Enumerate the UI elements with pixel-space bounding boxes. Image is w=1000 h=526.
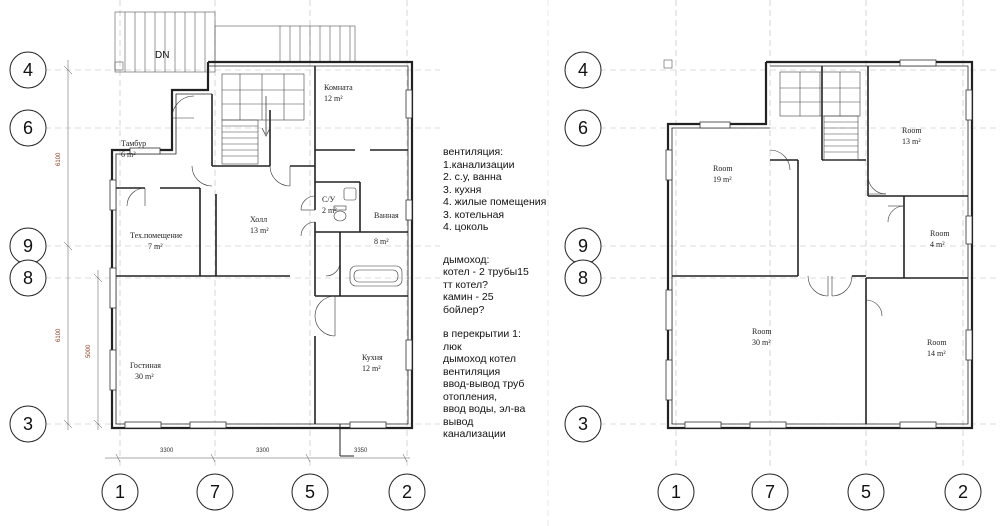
axis-col-5-right: 5 bbox=[861, 482, 871, 502]
axis-col-1-left: 1 bbox=[115, 482, 125, 502]
note-line: ввод воды, эл-ва bbox=[443, 403, 526, 415]
axis-row-4-left: 4 bbox=[23, 60, 33, 80]
bath-fixtures bbox=[333, 187, 403, 287]
note-line: люк bbox=[443, 340, 462, 353]
dim-left-inner: 5000 bbox=[86, 344, 92, 358]
axis-col-7-right: 7 bbox=[765, 482, 775, 502]
room-name-komnata: Комната bbox=[324, 83, 353, 92]
dim-bottom-1: 3300 bbox=[160, 448, 174, 454]
room-area-tambur: 6 m² bbox=[121, 150, 136, 159]
dim-bottom-2: 3300 bbox=[256, 448, 270, 454]
note-line: 3. кухня bbox=[443, 183, 482, 196]
room-area-kuhnya: 12 m² bbox=[362, 364, 381, 373]
chimney-notes: дымоход: котел - 2 трубы15 тт котел? кам… bbox=[443, 254, 573, 317]
dn-label: DN bbox=[155, 50, 169, 61]
dim-left-lower: 6100 bbox=[56, 328, 62, 342]
axis-row-4-right: 4 bbox=[578, 60, 588, 80]
axis-col-2-left: 2 bbox=[402, 482, 412, 502]
axis-row-9-right: 9 bbox=[578, 236, 588, 256]
porch-deck bbox=[114, 11, 356, 73]
axis-row-3-right: 3 bbox=[578, 414, 588, 434]
axis-row-8-left: 8 bbox=[23, 268, 33, 288]
note-line: 1.канализации bbox=[443, 158, 515, 171]
note-line: котел - 2 трубы15 bbox=[443, 266, 529, 278]
note-line: канализации bbox=[443, 428, 506, 440]
room-area-su: 2 m² bbox=[322, 206, 337, 215]
room-name-su: С/У bbox=[322, 195, 336, 204]
windows bbox=[109, 89, 413, 429]
room-area-r13: 13 m² bbox=[902, 137, 921, 146]
doors bbox=[126, 95, 341, 337]
note-line: дымоход: bbox=[443, 253, 490, 266]
room-name-gostinaya: Гостиная bbox=[130, 361, 161, 370]
note-line: дымоход котел bbox=[443, 353, 517, 365]
note-line: бойлер? bbox=[443, 303, 485, 316]
axis-row-6-right: 6 bbox=[578, 118, 588, 138]
room-name-tambur: Тамбур bbox=[121, 139, 146, 148]
room-area-r4: 4 m² bbox=[930, 240, 945, 249]
floor-opening-notes: в перекрытии 1: люк дымоход котел вентил… bbox=[443, 328, 573, 441]
room-area-r30: 30 m² bbox=[752, 338, 771, 347]
left-plan bbox=[63, 11, 414, 463]
note-line: 3. котельная bbox=[443, 208, 505, 221]
room-name-r19: Room bbox=[713, 164, 733, 173]
axis-col-5-left: 5 bbox=[305, 482, 315, 502]
axis-col-bubbles-right bbox=[657, 473, 982, 511]
note-line: в перекрытии 1: bbox=[443, 328, 521, 340]
room-name-r13: Room bbox=[902, 126, 922, 135]
staircase bbox=[221, 73, 305, 165]
note-line: вывод bbox=[443, 415, 474, 428]
note-line: 4. жилые помещения bbox=[443, 196, 547, 208]
right-room-labels: Room 13 m² Room 19 m² Room 4 m² Room 30 … bbox=[713, 126, 950, 358]
room-area-holl: 13 m² bbox=[250, 226, 269, 235]
axis-col-2-right: 2 bbox=[958, 482, 968, 502]
right-doors bbox=[769, 149, 905, 317]
axis-row-bubbles-left bbox=[9, 51, 47, 443]
axis-col-1-right: 1 bbox=[671, 482, 681, 502]
room-name-r14: Room bbox=[927, 338, 947, 347]
room-area-r14: 14 m² bbox=[927, 349, 946, 358]
dim-bottom-3: 3350 bbox=[354, 448, 368, 454]
ventilation-notes: вентиляция: 1.канализации 2. с.у, ванна … bbox=[443, 146, 573, 234]
note-line: тт котел? bbox=[443, 278, 489, 291]
note-line: ввод-вывод труб bbox=[443, 378, 525, 390]
note-line: вентиляция bbox=[443, 365, 501, 378]
room-name-kuhnya: Кухня bbox=[362, 353, 383, 362]
room-area-vannaya: 8 m² bbox=[374, 237, 389, 246]
left-room-labels: Комната 12 m² Тамбур 6 m² С/У 2 m² Холл … bbox=[121, 83, 399, 381]
room-area-tech: 7 m² bbox=[148, 242, 163, 251]
note-line: вентиляция: bbox=[443, 146, 504, 158]
room-name-holl: Холл bbox=[250, 215, 267, 224]
dimension-lines bbox=[63, 60, 410, 463]
room-name-tech: Тех.помещение bbox=[130, 231, 183, 240]
right-windows bbox=[665, 59, 973, 429]
right-outer-walls bbox=[666, 60, 974, 430]
room-area-komnata: 12 m² bbox=[324, 94, 343, 103]
left-dimension-labels: 3300 3300 3350 6100 6100 5000 bbox=[56, 152, 368, 454]
axis-row-8-right: 8 bbox=[578, 268, 588, 288]
axis-row-bubbles-right bbox=[564, 51, 602, 443]
axis-row-6-left: 6 bbox=[23, 118, 33, 138]
notes-panel: вентиляция: 1.канализации 2. с.у, ванна … bbox=[443, 146, 573, 441]
right-interior-walls bbox=[672, 66, 968, 424]
axis-col-7-left: 7 bbox=[210, 482, 220, 502]
right-plan bbox=[663, 59, 974, 430]
room-name-r4: Room bbox=[930, 229, 950, 238]
axis-bubbles: 4 6 9 8 3 4 6 9 8 3 1 7 5 2 1 7 5 2 bbox=[9, 51, 982, 511]
note-line: камин - 25 bbox=[443, 291, 494, 303]
room-name-vannaya: Ванная bbox=[374, 211, 399, 220]
note-line: 4. цоколь bbox=[443, 221, 489, 233]
room-area-r19: 19 m² bbox=[713, 175, 732, 184]
axis-col-bubbles-left bbox=[101, 473, 426, 511]
right-staircase bbox=[779, 71, 861, 161]
room-name-r30: Room bbox=[752, 327, 772, 336]
axis-row-9-left: 9 bbox=[23, 236, 33, 256]
axis-row-3-left: 3 bbox=[23, 414, 33, 434]
interior-walls bbox=[116, 66, 408, 424]
room-area-gostinaya: 30 m² bbox=[135, 372, 154, 381]
note-line: отопления, bbox=[443, 390, 498, 403]
note-line: 2. с.у, ванна bbox=[443, 171, 502, 183]
dim-left-upper: 6100 bbox=[56, 152, 62, 166]
